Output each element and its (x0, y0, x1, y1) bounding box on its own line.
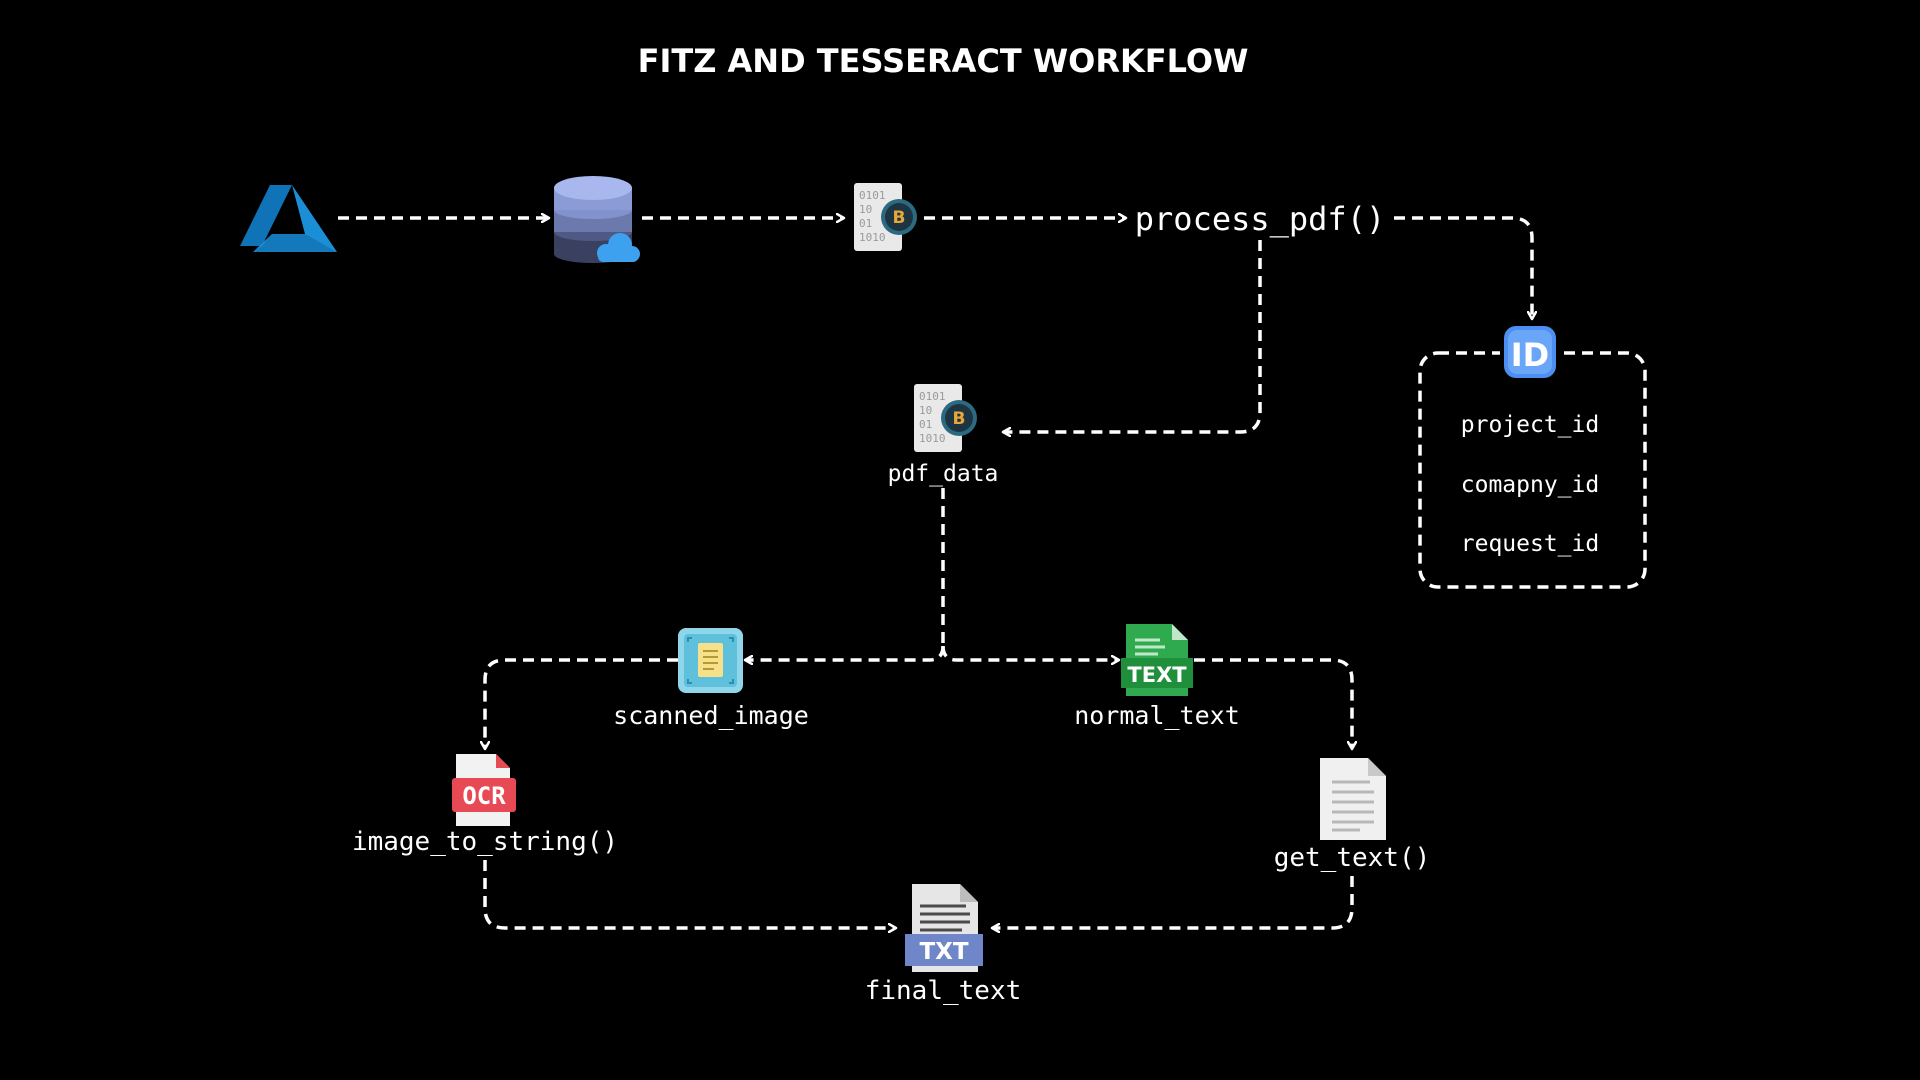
arrow-get-text-to-final (993, 876, 1354, 928)
request-id-label: request_id (1461, 531, 1599, 557)
text-file-icon: TEXT (1121, 624, 1193, 696)
svg-text:10: 10 (919, 404, 932, 417)
connectors (338, 218, 1532, 928)
arrow-scanned-to-ocr (485, 658, 678, 748)
scanned-document-icon (678, 628, 743, 693)
binary-file-icon: 0101 10 01 1010 B (854, 183, 917, 251)
process-pdf-label: process_pdf() (1135, 200, 1385, 238)
cloud-icon (597, 233, 640, 262)
company-id-label: comapny_id (1461, 472, 1599, 498)
svg-text:1010: 1010 (859, 231, 886, 244)
pdf-data-badge-label: B (953, 409, 966, 429)
binary-badge-label: B (893, 208, 906, 228)
svg-text:0101: 0101 (919, 390, 946, 403)
pdf-data-label: pdf_data (888, 461, 999, 487)
pdf-data-icon: 0101 10 01 1010 B (914, 384, 977, 452)
arrow-to-normal-text (941, 645, 1118, 660)
get-text-label: get_text() (1274, 843, 1431, 873)
svg-text:01: 01 (919, 418, 932, 431)
ocr-file-icon-label: OCR (462, 782, 506, 810)
svg-text:0101: 0101 (859, 189, 886, 202)
cloud-database-icon (554, 176, 640, 263)
diagram-title: FITZ AND TESSERACT WORKFLOW (638, 42, 1249, 80)
final-text-label: final_text (865, 976, 1022, 1006)
arrow-process-to-pdf-data (1004, 240, 1262, 432)
project-id-label: project_id (1461, 412, 1599, 438)
txt-file-icon: TXT (905, 884, 983, 972)
scanned-image-label: scanned_image (613, 701, 809, 730)
image-to-string-label: image_to_string() (352, 827, 618, 857)
arrow-to-scanned-image (746, 645, 945, 660)
arrow-ocr-to-final (483, 860, 895, 928)
txt-file-icon-label: TXT (919, 939, 968, 965)
arrow-process-to-ids (1394, 216, 1532, 318)
arrow-normal-to-get-text (1194, 658, 1352, 748)
azure-logo-icon (240, 185, 337, 252)
id-badge-icon: ID (1504, 326, 1556, 378)
svg-text:10: 10 (859, 203, 872, 216)
svg-text:01: 01 (859, 217, 872, 230)
ocr-file-icon: OCR (452, 754, 516, 826)
text-file-icon-label: TEXT (1127, 663, 1187, 687)
document-icon (1320, 758, 1386, 840)
svg-text:1010: 1010 (919, 432, 946, 445)
id-badge-label: ID (1511, 336, 1549, 374)
normal-text-label: normal_text (1074, 701, 1240, 730)
